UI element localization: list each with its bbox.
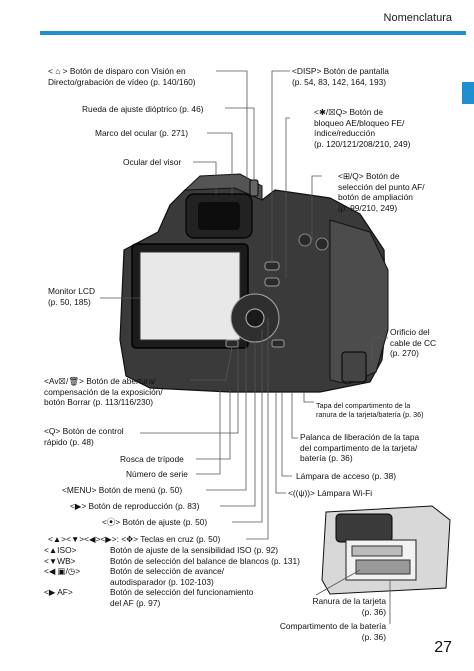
page-number: 27 <box>434 639 452 656</box>
callout-eyecup: Marco del ocular (p. 271) <box>95 128 189 138</box>
callout-lcd-monitor: Monitor LCD (p. 50, 185) <box>48 286 96 307</box>
callout-access-lamp: Lámpara de acceso (p. 38) <box>296 471 397 481</box>
legend-row: <▶ AF>Botón de selección del funcionamie… <box>44 587 254 597</box>
section-title: Nomenclatura <box>383 12 452 24</box>
legend-row: del AF (p. 97) <box>110 597 161 608</box>
legend-row: <▼WB>Botón de selección del balance de b… <box>44 555 300 566</box>
callout-shutter-button: < ⌂ > Botón de disparo con Visión en Dir… <box>48 66 196 87</box>
cross-key-legend: <▲ISO>Botón de ajuste de la sensibilidad… <box>44 545 300 608</box>
camera-body <box>119 173 389 393</box>
legend-row: <▲ISO>Botón de ajuste de la sensibilidad… <box>44 545 279 555</box>
callout-af-point-button: <⊞/Q> Botón de selección del punto AF/ b… <box>338 171 425 213</box>
callout-ae-lock-button: <✱/☒Q> Botón de bloqueo AE/bloqueo FE/ í… <box>314 107 411 149</box>
callout-quick-control-button: <Q> Botón de control rápido (p. 48) <box>44 426 124 447</box>
callout-diopter-wheel: Rueda de ajuste dióptrico (p. 46) <box>82 104 204 114</box>
callout-menu-button: <MENU> Botón de menú (p. 50) <box>62 485 183 495</box>
callout-release-lever: Palanca de liberación de la tapa del com… <box>300 432 420 463</box>
callout-card-cover: Tapa del compartimento de la ranura de l… <box>316 401 424 419</box>
legend-row: autodisparador (p. 102-103) <box>110 576 214 587</box>
callout-battery-compartment: Compartimento de la batería (p. 36) <box>279 621 386 642</box>
callout-cross-keys: <▲><▼><◀><▶>: <✥> Teclas en cruz (p. 50) <box>48 534 221 544</box>
legend-row: <◀ ▣/◷>Botón de selección de avance/ <box>44 566 225 576</box>
callout-aperture-button: <Av☒/🗑> Botón de abertura/ compensación … <box>44 376 163 407</box>
header-rule <box>40 31 466 35</box>
callout-set-button: <⦿> Botón de ajuste (p. 50) <box>102 517 208 527</box>
callout-disp-button: <DISP> Botón de pantalla (p. 54, 83, 142… <box>292 66 389 87</box>
callout-viewfinder: Ocular del visor <box>123 157 182 167</box>
battery-compartment-inset <box>321 505 451 595</box>
callout-playback-button: <▶> Botón de reproducción (p. 83) <box>70 501 200 511</box>
chapter-tab <box>462 82 474 104</box>
callout-tripod-socket: Rosca de trípode <box>120 454 184 464</box>
callout-serial-number: Número de serie <box>126 469 188 479</box>
callout-card-slot: Ranura de la tarjeta (p. 36) <box>312 596 386 617</box>
callout-wifi-lamp: <((ψ))> Lámpara Wi-Fi <box>288 488 373 498</box>
callout-dc-cord-hole: Orificio del cable de CC (p. 270) <box>390 327 437 358</box>
